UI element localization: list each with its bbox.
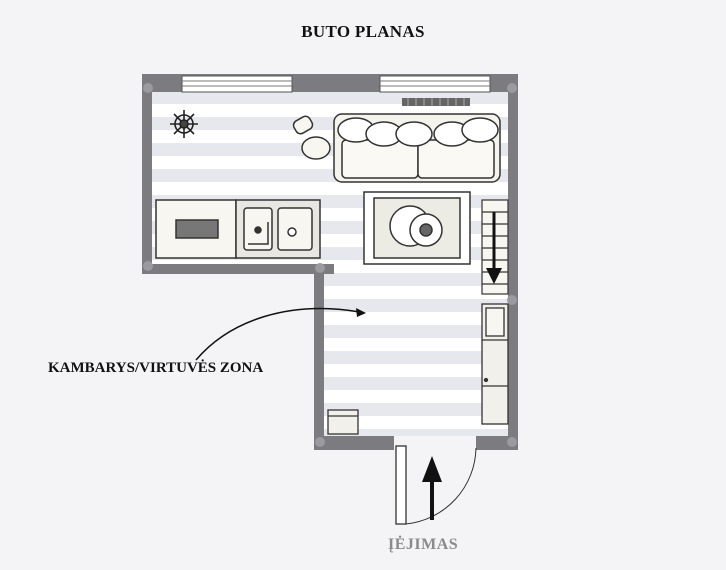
- kitchen-sink: [235, 199, 321, 259]
- wardrobe: [481, 303, 509, 425]
- radiator: [402, 98, 470, 106]
- plan-title: BUTO PLANAS: [301, 22, 425, 41]
- armchair-icon: [292, 115, 331, 160]
- entrance-label: ĮĖJIMAS: [388, 536, 459, 553]
- plant-icon: [170, 110, 198, 138]
- entrance-door: [395, 445, 477, 525]
- zone-label: KAMBARYS/VIRTUVĖS ZONA: [48, 360, 264, 376]
- window-left: [181, 75, 293, 93]
- cooktop: [155, 199, 237, 259]
- entrance-arrow-icon: [422, 456, 442, 520]
- coffee-table: [363, 191, 471, 265]
- callout-arrow: [195, 307, 366, 361]
- small-cabinet: [327, 409, 359, 435]
- sofa: [333, 113, 501, 183]
- stairs-arrow-icon: [486, 212, 502, 284]
- wall-joints: [143, 83, 517, 447]
- window-right: [379, 75, 491, 93]
